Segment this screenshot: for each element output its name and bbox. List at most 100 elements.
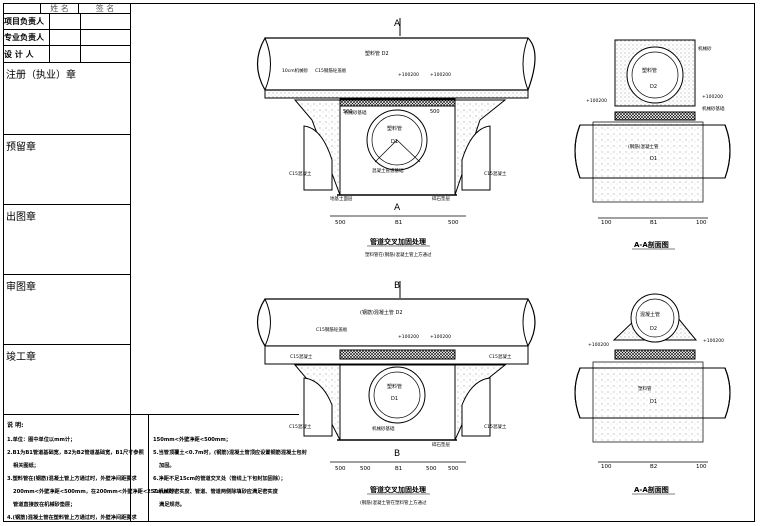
- drawing-frame: [3, 3, 755, 522]
- section-a-a-top: 机械砂 塑料管 D2 +100200 +100200 机械砂基础 (钢筋)混凝土…: [574, 39, 731, 250]
- section-letter-lower: A: [394, 203, 401, 213]
- sand-label: 机械砂: [698, 45, 712, 52]
- stamp-box-review: 审图章: [3, 275, 131, 345]
- bottom-pipe-label: 塑料管: [387, 383, 402, 390]
- row-label: 专业负责人: [3, 30, 50, 45]
- bottom-pipe-dim: D1: [391, 396, 398, 402]
- note-line: 200mm<外壁净距<500mm，在200mm<外壁净距<250mm时，: [13, 489, 180, 495]
- elevation-label: +100200: [586, 98, 607, 104]
- note-line: 满足规范。: [159, 502, 185, 508]
- detail-caption: 管道交叉加固处理: [370, 237, 426, 246]
- stamp-label: 出图章: [6, 212, 36, 223]
- dim-label: 500: [360, 466, 371, 472]
- crossing-detail-a: A 塑料管 D2 10cm机械砂 C15钢筋砼盖板 +100200 +10020…: [256, 18, 536, 258]
- lower-pipe-dim: D1: [650, 156, 657, 162]
- bottom-right-label: 碎石垫层: [432, 195, 450, 202]
- cover-plate-label: C15钢筋砼盖板: [315, 67, 347, 74]
- sand-base-label: 机械砂基础: [702, 105, 725, 112]
- dim-label: 500: [335, 220, 346, 226]
- dim-label: 500: [448, 466, 459, 472]
- stamp-label: 竣工章: [6, 352, 36, 363]
- note-line: 5.当管顶覆土<0.7m时，(钢筋)混凝土管顶应设置钢筋混凝土包封: [153, 450, 307, 456]
- detail-caption: 管道交叉加固处理: [370, 485, 426, 494]
- elevation-label: +100200: [588, 342, 609, 348]
- elevation-label: +100200: [430, 72, 451, 78]
- lower-pipe-label: (钢筋)混凝土管: [628, 143, 659, 150]
- concrete-right-label: C15混凝土: [489, 353, 512, 360]
- section-letter-lower: B: [394, 449, 400, 459]
- note-line: 1.单位：图中单位以mm计；: [7, 437, 76, 443]
- cover-plate-label: C15钢筋砼盖板: [316, 326, 348, 333]
- pipe-label: 混凝土管: [640, 311, 660, 318]
- sand-base-label: 机械砂基础: [372, 425, 395, 432]
- title-block: 姓 名 签 名 项目负责人 专业负责人 设 计 人 注册（执业）章 预留章 出图…: [3, 3, 131, 522]
- top-pipe-label: 塑料管 D2: [365, 50, 389, 57]
- title-block-header: 姓 名 签 名: [3, 3, 131, 14]
- lower-pipe-dim: D1: [650, 399, 657, 405]
- note-line: 4.(钢筋)混凝土管在塑料管上方通过时，外壁净间距要求: [7, 515, 137, 521]
- elevation-label: +100200: [430, 334, 451, 340]
- top-pipe-label: (钢筋)混凝土管 D2: [360, 309, 403, 316]
- stamp-label: 审图章: [6, 282, 36, 293]
- row-label: 项目负责人: [3, 14, 50, 29]
- crossing-detail-b: B (钢筋)混凝土管 D2 C15钢筋砼盖板 +100200 +100200 C…: [256, 281, 536, 506]
- dim-label: 500: [448, 220, 459, 226]
- detail-subcaption: (钢筋)混凝土管在塑料管上方通过: [360, 499, 427, 506]
- dim-label: 500: [430, 109, 440, 115]
- bottom-right-label: 碎石垫层: [432, 441, 450, 448]
- stamp-box-completion: 竣工章: [3, 345, 131, 414]
- row-project-lead: 项目负责人: [3, 14, 131, 30]
- elevation-label: +100200: [398, 72, 419, 78]
- notes-title: 说 明:: [7, 422, 24, 429]
- concrete-left-label: C15混凝土: [290, 353, 313, 360]
- row-label: 设 计 人: [3, 46, 50, 62]
- dim-label: 500: [426, 466, 437, 472]
- name-column-header: 姓 名: [41, 3, 79, 13]
- note-line: 6.净距不足15cm的管道交叉处（管线上下包封加固除）；: [153, 476, 286, 482]
- stamp-box-registered: 注册（执业）章: [3, 63, 131, 135]
- dim-label: 100: [696, 464, 707, 470]
- dim-label: B1: [395, 220, 402, 226]
- row-designer: 设 计 人: [3, 46, 131, 63]
- section-caption: A-A剖面图: [634, 240, 669, 249]
- pipe-base-label: 混凝土管道基础: [372, 167, 404, 174]
- section-a-a-bottom: 混凝土管 D2 +100200 +100200 塑料管 D1 100 B2 10…: [574, 293, 731, 495]
- concrete-left-label-2: C15混凝土: [289, 423, 312, 430]
- note-line: 7.机械砂密实度、管道、管道两侧除填砂应满足密实度: [153, 489, 278, 495]
- dim-label: B1: [650, 220, 657, 226]
- stamp-label: 预留章: [6, 142, 36, 153]
- elevation-label: +100200: [398, 334, 419, 340]
- concrete-right-label: C15混凝土: [484, 170, 507, 177]
- bottom-left-label: 地基土面层: [330, 195, 353, 202]
- section-letter: B: [394, 281, 400, 291]
- sand-label: 10cm机械砂: [282, 67, 309, 74]
- dim-label: B1: [395, 466, 402, 472]
- pipe-dim: D2: [650, 84, 657, 90]
- note-line: 150mm<外壁净距<500mm；: [153, 437, 231, 443]
- concrete-left-label: C15混凝土: [289, 170, 312, 177]
- pipe-label: 塑料管: [642, 67, 657, 74]
- section-letter: A: [394, 19, 401, 29]
- dim-label: B2: [650, 464, 657, 470]
- bottom-pipe-label: 塑料管: [387, 125, 402, 132]
- section-caption: A-A剖面图: [634, 485, 669, 494]
- sign-column-header: 签 名: [95, 4, 115, 13]
- dim-label: 500: [335, 466, 346, 472]
- note-line: 2.B1为B1管道基础宽，B2为B2管道基础宽，B1尺寸参照: [7, 450, 144, 456]
- notes-box: 说 明: 1.单位：图中单位以mm计； 2.B1为B1管道基础宽，B2为B2管道…: [3, 414, 307, 522]
- pipe-dim: D2: [650, 326, 657, 332]
- stamp-box-issue: 出图章: [3, 205, 131, 275]
- elevation-label: +100200: [703, 338, 724, 344]
- row-discipline-lead: 专业负责人: [3, 30, 131, 46]
- dim-label: 500: [343, 109, 353, 115]
- note-line: 相关图纸；: [13, 463, 39, 469]
- stamp-box-reserved: 预留章: [3, 135, 131, 205]
- dim-label: 100: [601, 464, 612, 470]
- dim-label: 100: [696, 220, 707, 226]
- stamp-label: 注册（执业）章: [6, 70, 76, 81]
- note-line: 3.塑料管在(钢筋)混凝土管上方通过时，外壁净间距要求: [7, 476, 137, 482]
- note-line: 加固。: [159, 463, 175, 469]
- detail-subcaption: 塑料管在(钢筋)混凝土管上方通过: [365, 251, 432, 258]
- lower-pipe-label: 塑料管: [638, 385, 652, 392]
